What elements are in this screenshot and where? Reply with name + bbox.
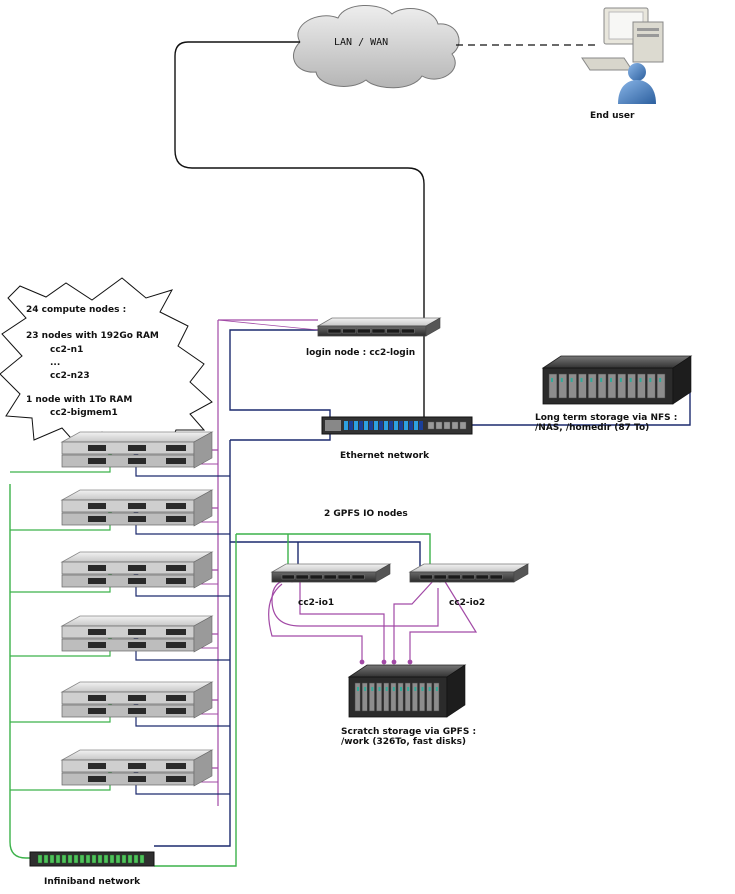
gpfs-io1-server [270, 563, 392, 583]
ethernet-uplink-port [451, 421, 459, 430]
compute-node-unit [60, 615, 214, 653]
infiniband-port [139, 854, 145, 864]
gpfs-io-nodes-label: 2 GPFS IO nodes [324, 509, 408, 519]
infiniband-port [109, 854, 115, 864]
infiniband-port [61, 854, 67, 864]
infiniband-right-trunk [154, 534, 237, 867]
compute-node-unit [60, 431, 214, 469]
lan-wan-cloud [293, 4, 460, 89]
ethernet-uplink-port [459, 421, 467, 430]
infiniband-io2-link [236, 533, 431, 564]
infiniband-port [49, 854, 55, 864]
long-term-storage-label: Long term storage via NFS : /NAS, /homed… [535, 413, 678, 434]
ethernet-port [374, 421, 378, 430]
compute-node-stack [60, 431, 214, 787]
infiniband-port [103, 854, 109, 864]
end-user-label: End user [590, 111, 635, 121]
storage-connector [359, 659, 365, 665]
compute-node-unit [60, 749, 214, 787]
ethernet-trunk [154, 440, 231, 847]
infiniband-port [133, 854, 139, 864]
ethernet-login-link [229, 329, 331, 417]
infiniband-port [55, 854, 61, 864]
io2-label: cc2-io2 [449, 598, 486, 608]
long-term-storage-array [541, 355, 693, 405]
login-node-chassis [316, 317, 442, 337]
infiniband-left-trunk [9, 484, 30, 859]
infiniband-port [115, 854, 121, 864]
compute-callout-group1: 23 nodes with 192Go RAM [26, 331, 159, 341]
compute-callout-node-last: cc2-n23 [50, 371, 90, 381]
infiniband-port [67, 854, 73, 864]
ethernet-port [384, 421, 388, 430]
infiniband-port [91, 854, 97, 864]
infiniband-port [85, 854, 91, 864]
compute-callout-group2: 1 node with 1To RAM [26, 395, 133, 405]
scratch-storage-chassis [347, 664, 467, 718]
ethernet-port [419, 421, 423, 430]
io2-chassis [408, 563, 530, 583]
gpfs-io1-storage [299, 580, 385, 660]
compute-callout-ellipsis: ... [50, 358, 61, 368]
login-node-label: login node : cc2-login [306, 348, 416, 358]
ethernet-port [379, 421, 383, 430]
ethernet-port [394, 421, 398, 430]
ethernet-port [344, 421, 348, 430]
ethernet-port [414, 421, 418, 430]
storage-connector [407, 659, 413, 665]
ethernet-uplink-port [427, 421, 435, 430]
gpfs-io2-storage-b [409, 579, 478, 660]
ethernet-uplink-port [443, 421, 451, 430]
long-term-storage-chassis [541, 355, 693, 405]
ethernet-port [354, 421, 358, 430]
ethernet-switch [321, 416, 473, 435]
ethernet-switch-ports [344, 421, 467, 430]
compute-node-unit [60, 681, 214, 719]
gpfs-io2-storage [393, 579, 435, 660]
login-node-server [316, 317, 442, 337]
compute-callout-node-first: cc2-n1 [50, 345, 84, 355]
gpfs-login-link2 [217, 319, 319, 331]
compute-node-unit [60, 489, 214, 527]
scratch-storage-label: Scratch storage via GPFS : /work (326To,… [341, 727, 477, 748]
compute-node-unit [60, 551, 214, 589]
end-user-computer-icon [581, 7, 664, 71]
infiniband-switch-ports [37, 854, 145, 864]
ethernet-io-link [230, 541, 421, 566]
infiniband-port [73, 854, 79, 864]
ethernet-trunk-top [230, 434, 331, 441]
storage-connector [381, 659, 387, 665]
ethernet-network-label: Ethernet network [340, 451, 430, 461]
ethernet-port [409, 421, 413, 430]
lan-wan-label: LAN / WAN [334, 37, 389, 48]
io1-chassis [270, 563, 392, 583]
scratch-storage-array [347, 664, 467, 718]
infiniband-port [43, 854, 49, 864]
ethernet-port [364, 421, 368, 430]
io1-label: cc2-io1 [298, 598, 335, 608]
compute-callout-title: 24 compute nodes : [26, 305, 127, 315]
infiniband-port [121, 854, 127, 864]
infiniband-switch [29, 851, 155, 867]
ethernet-port [369, 421, 373, 430]
wan-uplink [174, 41, 425, 428]
gpfs-io1-storage-b [268, 583, 363, 660]
infiniband-port [127, 854, 133, 864]
compute-callout-bigmem: cc2-bigmem1 [50, 408, 118, 418]
ethernet-port [349, 421, 353, 430]
infiniband-network-label: Infiniband network [44, 877, 141, 887]
storage-connector [391, 659, 397, 665]
ethernet-port [404, 421, 408, 430]
gpfs-io2-server [408, 563, 530, 583]
end-user-person-icon [618, 63, 656, 104]
infiniband-port [97, 854, 103, 864]
ethernet-uplink-port [435, 421, 443, 430]
ethernet-port [359, 421, 363, 430]
ethernet-port [399, 421, 403, 430]
ethernet-port [389, 421, 393, 430]
infiniband-port [79, 854, 85, 864]
infiniband-port [37, 854, 43, 864]
